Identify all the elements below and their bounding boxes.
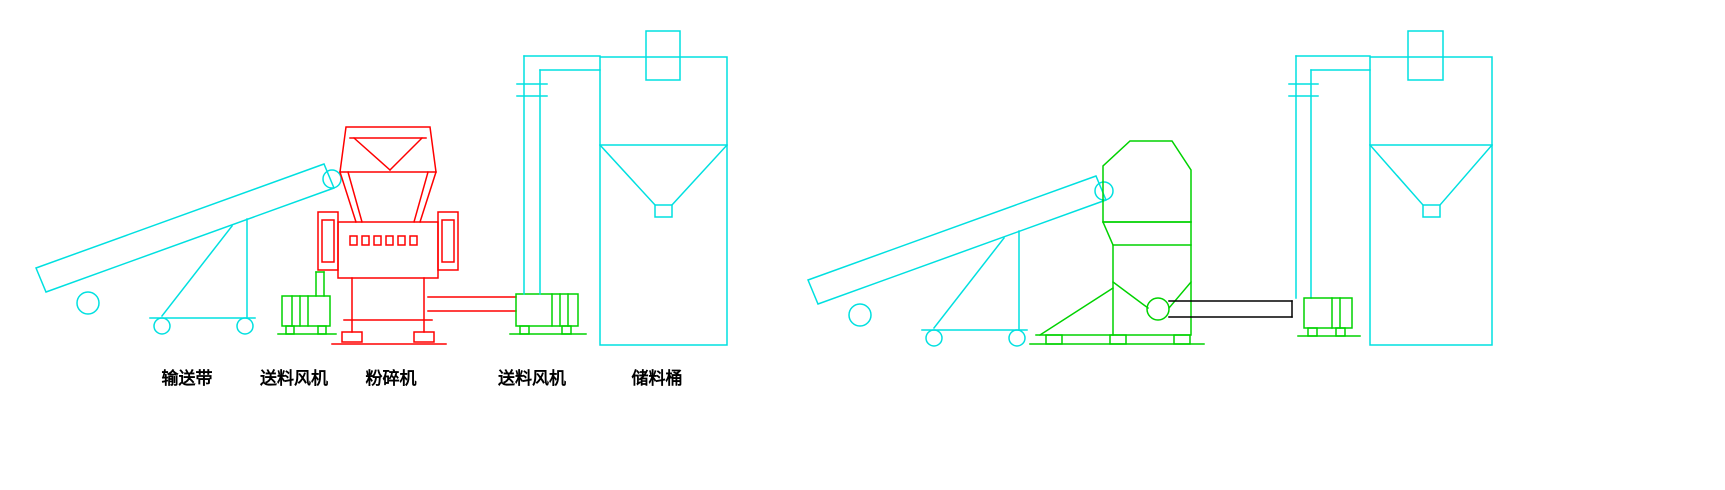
head-roller (322, 169, 342, 189)
crusher-drawing (317, 126, 517, 345)
crusher-foot (413, 331, 435, 343)
right-production-line (807, 30, 1494, 347)
stand-wheel (925, 329, 943, 347)
blower-foot (317, 325, 327, 335)
feed-blower-1-drawing (277, 271, 337, 335)
blower-housing (281, 295, 331, 327)
blower-housing (1303, 297, 1353, 329)
left-line-labels: 输送带 送料风机 粉碎机 送料风机 储料桶 (162, 368, 683, 388)
tail-roller (76, 291, 100, 315)
bearing-block-right (437, 211, 459, 271)
label-storage-bin: 储料桶 (632, 368, 683, 388)
blower-foot (285, 325, 295, 335)
label-feed-blower-2: 送料风机 (498, 368, 566, 388)
label-conveyor-belt: 输送带 (162, 368, 213, 388)
crusher-drawing (1029, 140, 1205, 345)
stand-wheel (153, 317, 171, 335)
blower-housing (515, 293, 579, 327)
bin-top-vent (645, 30, 681, 81)
crusher-hopper (1102, 140, 1192, 223)
bearing-block-left (317, 211, 339, 271)
riser-pipe-drawing (516, 55, 601, 295)
bin-spout (1422, 204, 1441, 218)
crusher-foot (1173, 334, 1191, 345)
blower-foot (1307, 327, 1318, 337)
crusher-body (337, 221, 439, 279)
blower-foot (1335, 327, 1346, 337)
conveyor-belt-drawing (35, 163, 342, 335)
head-roller (1094, 181, 1114, 201)
belt-body (35, 163, 335, 293)
tail-roller (848, 303, 872, 327)
stand-wheel (236, 317, 254, 335)
transfer-pipe-drawing (1168, 300, 1293, 318)
left-production-line: 输送带 送料风机 粉碎机 送料风机 储料桶 (35, 30, 729, 388)
bin-body (1369, 56, 1493, 346)
crusher-foot (341, 331, 363, 343)
crusher-foot (1109, 334, 1127, 345)
feed-blower-2-drawing (509, 293, 587, 335)
stand-wheel (1008, 329, 1026, 347)
blower-foot (519, 325, 530, 335)
blower-foot (561, 325, 572, 335)
crusher-hopper (339, 126, 437, 173)
crusher-body (1112, 244, 1192, 336)
riser-pipe-drawing (1288, 55, 1371, 299)
bin-spout (654, 204, 673, 218)
bin-top-vent (1407, 30, 1444, 81)
belt-body (807, 175, 1107, 305)
label-feed-blower-1: 送料风机 (260, 368, 328, 388)
storage-bin-drawing (1368, 30, 1494, 346)
discharge-fan (1146, 297, 1170, 321)
storage-bin-drawing (598, 30, 729, 346)
conveyor-belt-drawing (807, 175, 1114, 347)
feed-blower-drawing (1297, 297, 1361, 337)
crusher-foot (1045, 334, 1063, 345)
bin-body (599, 56, 728, 346)
label-crusher: 粉碎机 (366, 368, 417, 388)
